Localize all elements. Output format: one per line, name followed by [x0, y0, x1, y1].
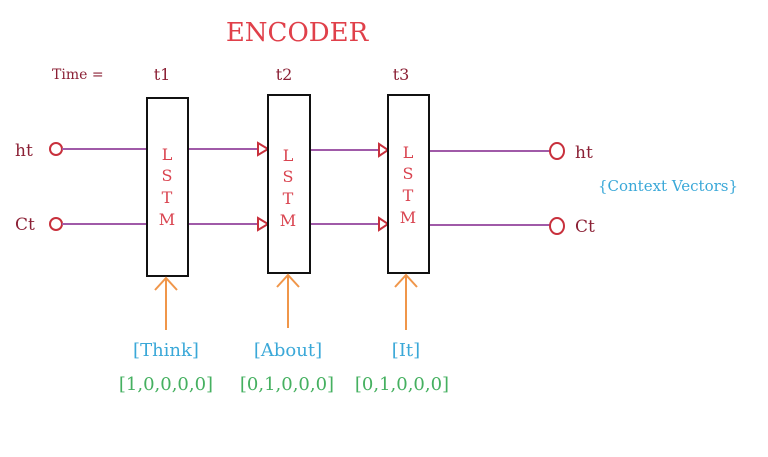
input-arrow-t3: [394, 273, 418, 330]
arrowhead-icon: [257, 216, 270, 232]
lstm-letter: L: [162, 145, 173, 164]
arrowhead-icon: [378, 216, 390, 232]
input-hidden-node: [49, 142, 63, 156]
input-word-t3: [It]: [392, 340, 420, 361]
input-arrow-t2: [276, 273, 300, 328]
input-word-t1: [Think]: [133, 340, 199, 361]
timestep-label-t1: t1: [154, 65, 171, 84]
output-cell-label: Ct: [575, 217, 595, 237]
timestep-label-t2: t2: [276, 65, 293, 84]
lstm-letter: S: [283, 167, 294, 186]
lstm-cell-t1: L S T M: [146, 97, 189, 277]
output-hidden-node: [549, 142, 565, 160]
input-arrow-t1: [154, 276, 178, 330]
diagram-title: ENCODER: [226, 18, 370, 48]
lstm-letter: T: [162, 188, 173, 207]
input-cell-node: [49, 217, 63, 231]
lstm-letter: T: [403, 186, 414, 205]
output-hidden-label: ht: [575, 143, 593, 163]
input-hidden-label: ht: [15, 141, 33, 161]
lstm-letter: T: [283, 189, 294, 208]
lstm-letter: M: [159, 210, 175, 229]
arrowhead-icon: [257, 141, 270, 157]
output-cell-node: [549, 217, 565, 235]
lstm-cell-t2: L S T M: [267, 94, 311, 274]
one-hot-vector-t2: [0,1,0,0,0]: [240, 374, 334, 395]
timestep-label-t3: t3: [393, 65, 410, 84]
one-hot-vector-t3: [0,1,0,0,0]: [355, 374, 449, 395]
lstm-letter: S: [403, 164, 414, 183]
lstm-letter: M: [400, 208, 416, 227]
lstm-letter: L: [283, 146, 294, 165]
time-label: Time =: [52, 67, 104, 83]
input-cell-label: Ct: [15, 215, 35, 235]
lstm-cell-t3: L S T M: [387, 94, 430, 274]
arrowhead-icon: [378, 142, 390, 158]
context-vectors-label: {Context Vectors}: [598, 177, 738, 195]
lstm-letter: S: [162, 166, 173, 185]
input-word-t2: [About]: [254, 340, 322, 361]
lstm-letter: M: [280, 211, 296, 230]
lstm-letter: L: [403, 143, 414, 162]
one-hot-vector-t1: [1,0,0,0,0]: [119, 374, 213, 395]
